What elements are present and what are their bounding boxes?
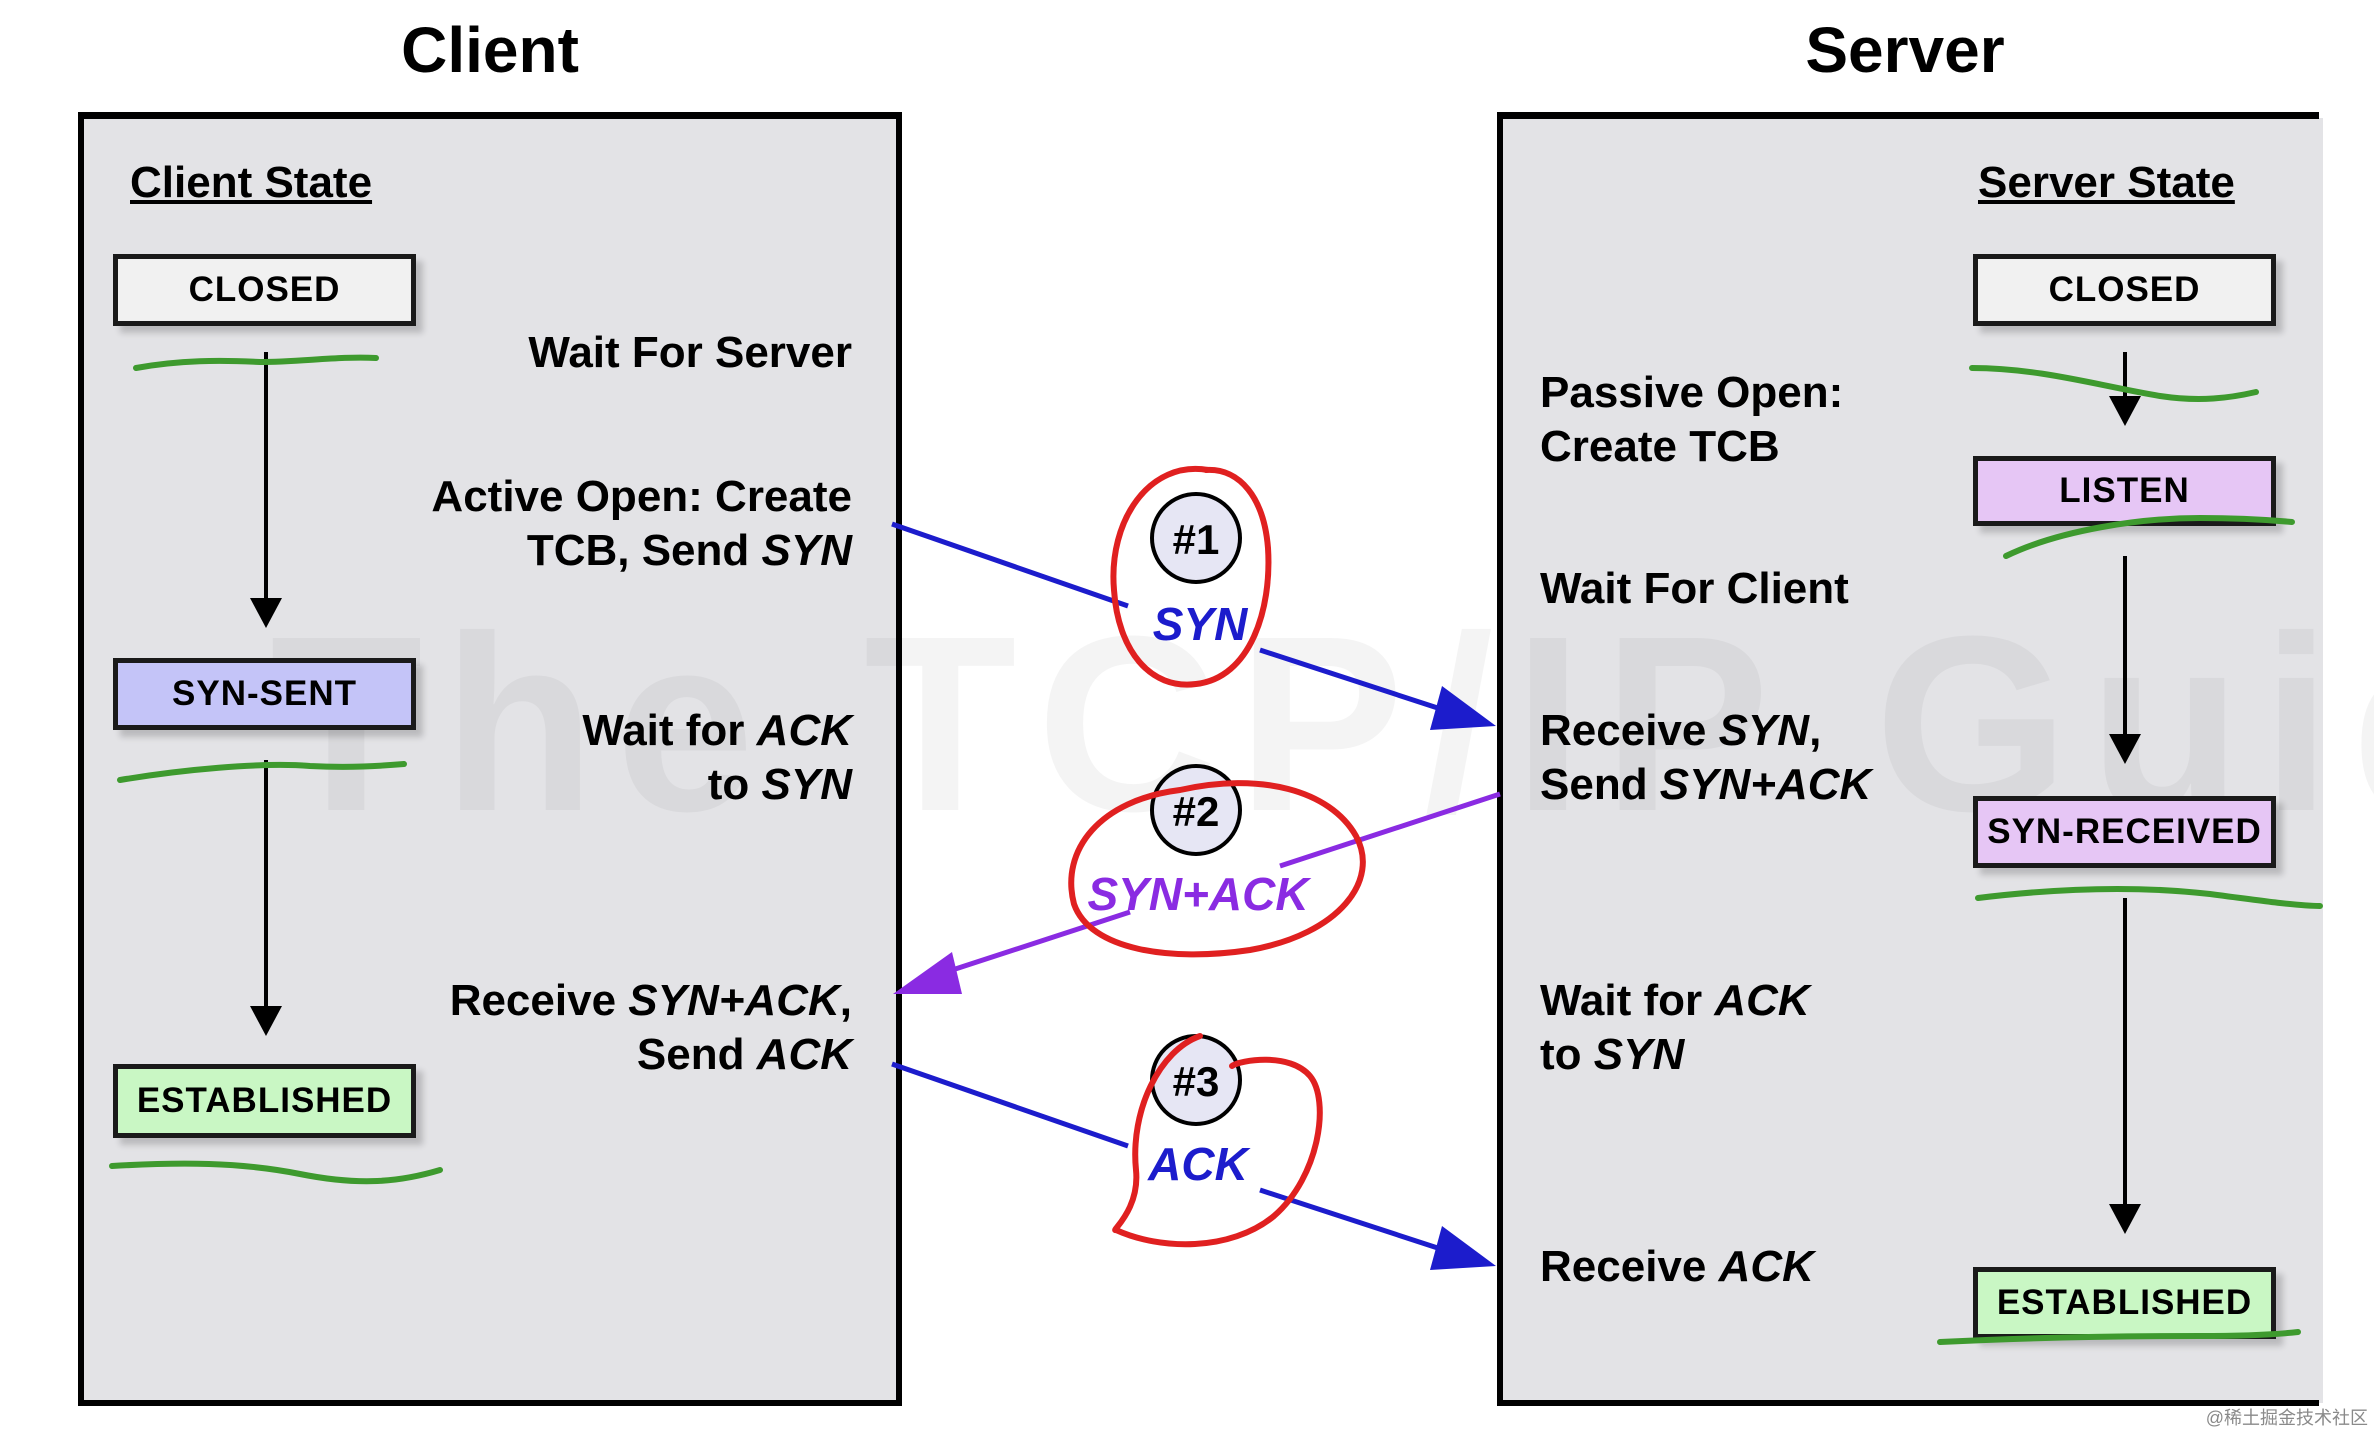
green-mark-server-syn-received — [1975, 886, 2323, 909]
client-receive-d: Send — [636, 1030, 757, 1079]
green-mark-client-syn-sent — [117, 761, 407, 783]
wait-server-text: Wait For Server — [528, 328, 852, 377]
message-2-badge: #2 — [1150, 764, 1242, 856]
server-recv-ack-a: Receive — [1540, 1242, 1719, 1291]
client-panel — [78, 118, 902, 1403]
message-1-label: SYN — [1153, 598, 1248, 650]
server-panel-bottom-border — [1497, 1400, 2319, 1406]
client-receive-b: SYN+ACK — [628, 976, 840, 1025]
server-panel-top-border — [1497, 112, 2319, 119]
message-3-badge: #3 — [1150, 1034, 1242, 1126]
client-receive-e: ACK — [756, 1030, 852, 1079]
passive-open-line2: Create TCB — [1540, 422, 1780, 471]
server-recv-syn-e: SYN+ACK — [1659, 760, 1872, 809]
syn-ack-message-arrow — [893, 791, 1501, 994]
client-receive-c: , — [839, 976, 852, 1025]
client-label-wait-server: Wait For Server — [528, 326, 852, 380]
green-mark-client-established — [109, 1160, 443, 1185]
client-wait-ack-a: Wait for — [582, 706, 757, 755]
active-open-line2: TCB, Send — [526, 526, 762, 575]
server-wait-ack-a: Wait for — [1540, 976, 1715, 1025]
server-recv-syn-c: , — [1809, 706, 1822, 755]
client-panel-bottom-border — [78, 1400, 902, 1406]
client-wait-ack-b: ACK — [756, 706, 852, 755]
message-3-number: #3 — [1173, 1058, 1220, 1105]
server-label-receive-ack: Receive ACK — [1540, 1240, 1814, 1294]
server-recv-ack-b: ACK — [1718, 1242, 1814, 1291]
server-recv-syn-a: Receive — [1540, 706, 1719, 755]
server-wait-ack-d: SYN — [1593, 1030, 1685, 1079]
server-label-receive-syn: Receive SYN, Send SYN+ACK — [1540, 704, 1871, 812]
client-panel-top-border — [78, 112, 902, 119]
green-mark-server-established — [1937, 1329, 2301, 1345]
client-wait-ack-d: SYN — [761, 760, 852, 809]
server-panel — [1497, 118, 2323, 1403]
active-open-syn: SYN — [761, 526, 852, 575]
client-syn-sent-to-established-arrow — [250, 760, 282, 1036]
client-closed-to-syn-sent-arrow — [250, 352, 282, 628]
message-2-number: #2 — [1173, 788, 1220, 835]
client-label-receive: Receive SYN+ACK, Send ACK — [450, 974, 852, 1082]
wait-client-text: Wait For Client — [1540, 564, 1849, 613]
server-syn-received-state: SYN-RECEIVED — [1973, 796, 2276, 868]
syn-message-arrow — [891, 521, 1496, 730]
client-receive-a: Receive — [449, 976, 629, 1025]
active-open-line1: Active Open: Create — [431, 472, 852, 521]
credit-text: @稀土掘金技术社区 — [2205, 1408, 2368, 1428]
message-1-number: #1 — [1173, 516, 1220, 563]
client-wait-ack-c: to — [707, 760, 762, 809]
client-syn-sent-state: SYN-SENT — [113, 658, 416, 730]
red-circle-ack — [1112, 1033, 1323, 1248]
server-recv-syn-d: Send — [1540, 760, 1660, 809]
server-recv-syn-b: SYN — [1718, 706, 1810, 755]
red-circle-syn — [1110, 465, 1272, 688]
server-listen-to-syn-received-arrow — [2109, 556, 2141, 764]
client-state-title: Client State — [130, 158, 373, 207]
green-mark-server-closed — [1969, 365, 2259, 402]
client-established-state: ESTABLISHED — [113, 1064, 416, 1138]
red-circle-syn-ack — [1068, 780, 1366, 958]
green-mark-server-listen — [2003, 514, 2295, 559]
passive-open-line1: Passive Open: — [1540, 368, 1844, 417]
client-closed-state: CLOSED — [113, 254, 416, 326]
server-wait-ack-c: to — [1540, 1030, 1594, 1079]
server-label-wait-ack: Wait for ACK to SYN — [1540, 974, 1810, 1082]
server-heading: Server — [1805, 14, 2005, 86]
client-label-wait-ack: Wait for ACK to SYN — [582, 704, 852, 812]
server-label-wait-client: Wait For Client — [1540, 562, 1849, 616]
server-state-title: Server State — [1978, 158, 2235, 207]
message-3-label: ACK — [1147, 1138, 1250, 1190]
server-syn-received-to-established-arrow — [2109, 898, 2141, 1234]
message-2-label: SYN+ACK — [1087, 868, 1311, 920]
client-heading: Client — [401, 14, 579, 86]
server-label-passive-open: Passive Open: Create TCB — [1540, 366, 1843, 474]
message-1-badge: #1 — [1150, 492, 1242, 584]
server-wait-ack-b: ACK — [1714, 976, 1810, 1025]
server-closed-state: CLOSED — [1973, 254, 2276, 326]
green-mark-client-closed — [133, 354, 379, 371]
client-label-active-open: Active Open: Create TCB, Send SYN — [431, 470, 852, 578]
